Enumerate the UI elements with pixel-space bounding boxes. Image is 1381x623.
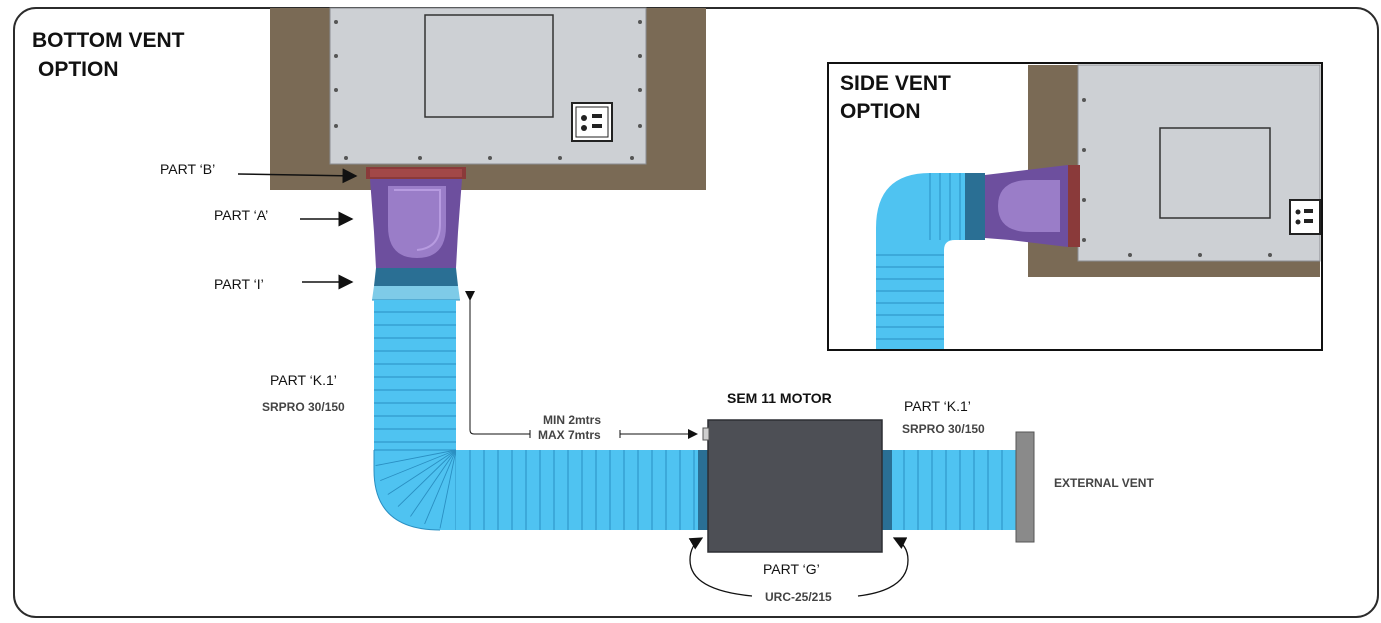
label-part-b: PART ‘B’ (160, 161, 215, 177)
vertical-duct (374, 300, 456, 450)
label-part-g: PART ‘G’ (763, 561, 820, 577)
bottom-vent-title-line2: OPTION (38, 58, 119, 81)
sem-11-motor (702, 419, 883, 553)
external-vent-plate (1015, 431, 1035, 543)
duct-bend (374, 450, 460, 530)
arrow-part-g-right (857, 537, 909, 597)
horizontal-duct-right (892, 450, 1016, 530)
label-part-k1-left: PART ‘K.1’ (270, 372, 337, 388)
side-vent-title-line1: SIDE VENT (840, 72, 951, 95)
label-min-length: MIN 2mtrs (543, 413, 601, 427)
bottom-unit (270, 7, 706, 190)
horizontal-duct-left (456, 450, 701, 530)
label-external-vent: EXTERNAL VENT (1054, 476, 1154, 490)
side-vent-title-line2: OPTION (840, 100, 921, 123)
bottom-vent-title-line1: BOTTOM VENT (32, 29, 185, 52)
arrow-part-b (237, 168, 358, 184)
motor-collar-right (880, 450, 892, 530)
inset-power-socket-icon (1289, 199, 1321, 235)
power-socket-icon (571, 102, 613, 142)
label-part-a: PART ‘A’ (214, 207, 268, 223)
motor-collar-left (698, 450, 710, 530)
label-max-length: MAX 7mtrs (538, 428, 601, 442)
part-i-collar (372, 268, 460, 301)
side-vent-inset (827, 62, 1323, 351)
label-part-i: PART ‘I’ (214, 276, 264, 292)
panel-window (424, 14, 554, 118)
label-urc: URC-25/215 (765, 590, 832, 604)
label-srpro-left: SRPRO 30/150 (262, 400, 345, 414)
part-a-adapter (370, 179, 462, 268)
label-motor: SEM 11 MOTOR (727, 390, 832, 406)
length-arrow (465, 291, 530, 435)
label-srpro-right: SRPRO 30/150 (902, 422, 985, 436)
panel-screws (334, 20, 642, 160)
label-part-k1-right: PART ‘K.1’ (904, 398, 971, 414)
arrow-part-g-left (688, 537, 753, 597)
